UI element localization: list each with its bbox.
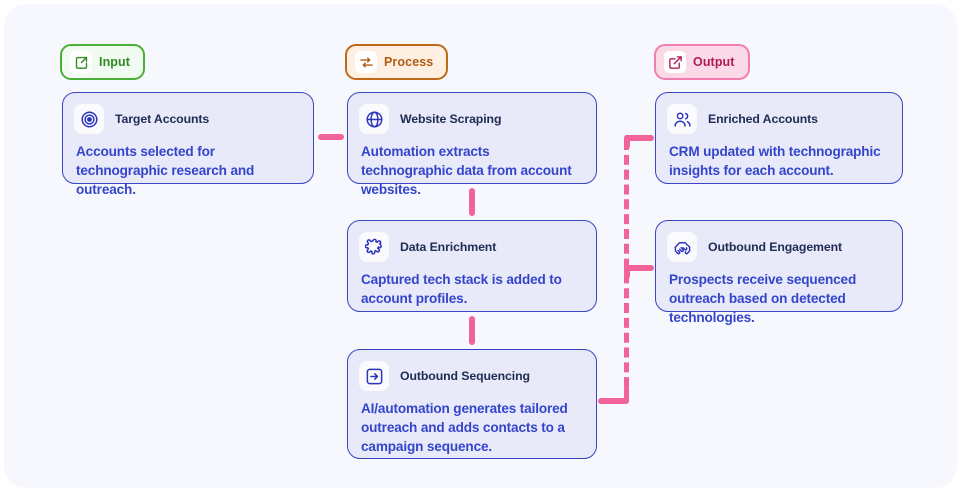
card-description: Accounts selected for technographic rese…	[76, 144, 255, 197]
category-badge-process-label: Process	[384, 55, 434, 69]
category-badge-input[interactable]: Input	[60, 44, 146, 80]
connector-sequencing-to-rail-horizontal	[598, 398, 629, 404]
puzzle-piece-icon	[359, 232, 389, 262]
users-icon	[667, 104, 697, 134]
node-card-outbound-sequencing[interactable]: Outbound Sequencing AI/automation genera…	[347, 349, 597, 459]
connector-enrichment-to-sequencing	[469, 316, 475, 345]
external-link-icon	[664, 51, 686, 73]
category-badge-output-label: Output	[693, 55, 735, 69]
category-badge-output[interactable]: Output	[654, 44, 750, 80]
card-title: Website Scraping	[400, 112, 502, 126]
node-card-target-accounts[interactable]: Target Accounts Accounts selected for te…	[62, 92, 314, 197]
node-card-enriched-accounts[interactable]: Enriched Accounts CRM updated with techn…	[655, 92, 903, 184]
diagram-canvas: Input Process Output	[4, 4, 957, 488]
card-description: Captured tech stack is added to account …	[361, 272, 562, 306]
connector-rail-to-enriched-horizontal	[624, 135, 654, 141]
globe-icon	[359, 104, 389, 134]
card-title: Outbound Engagement	[708, 240, 843, 254]
connector-sequencing-to-rail-vertical	[623, 386, 629, 403]
connector-target-to-scraping	[318, 134, 344, 140]
card-header: Data Enrichment	[359, 232, 585, 262]
card-header: Outbound Sequencing	[359, 361, 585, 391]
node-card-outbound-engagement[interactable]: Outbound Engagement Prospects receive se…	[655, 220, 903, 325]
card-title: Outbound Sequencing	[400, 369, 530, 383]
arrow-right-square-icon	[359, 361, 389, 391]
import-arrow-icon	[70, 51, 92, 73]
connector-rail-to-enriched-vertical	[624, 135, 630, 149]
transfer-arrows-icon	[355, 51, 377, 73]
card-description: AI/automation generates tailored outreac…	[361, 401, 568, 454]
target-bullseye-icon	[74, 104, 104, 134]
card-header: Website Scraping	[359, 104, 585, 134]
card-title: Data Enrichment	[400, 240, 497, 254]
card-title: Target Accounts	[115, 112, 210, 126]
category-badge-input-label: Input	[99, 55, 131, 69]
node-card-website-scraping[interactable]: Website Scraping Automation extracts tec…	[347, 92, 597, 197]
node-card-data-enrichment[interactable]: Data Enrichment Captured tech stack is a…	[347, 220, 597, 312]
connector-scraping-to-enrichment	[469, 188, 475, 216]
card-header: Outbound Engagement	[667, 232, 891, 262]
card-title: Enriched Accounts	[708, 112, 818, 126]
handshake-icon	[667, 232, 697, 262]
card-header: Target Accounts	[74, 104, 302, 134]
card-description: Automation extracts technographic data f…	[361, 144, 572, 197]
card-header: Enriched Accounts	[667, 104, 891, 134]
category-badge-process[interactable]: Process	[345, 44, 449, 80]
connector-rail-to-engagement-vertical	[624, 265, 630, 279]
card-description: Prospects receive sequenced outreach bas…	[669, 272, 857, 325]
card-description: CRM updated with technographic insights …	[669, 144, 881, 178]
connector-rail-to-engagement-horizontal	[624, 265, 654, 271]
